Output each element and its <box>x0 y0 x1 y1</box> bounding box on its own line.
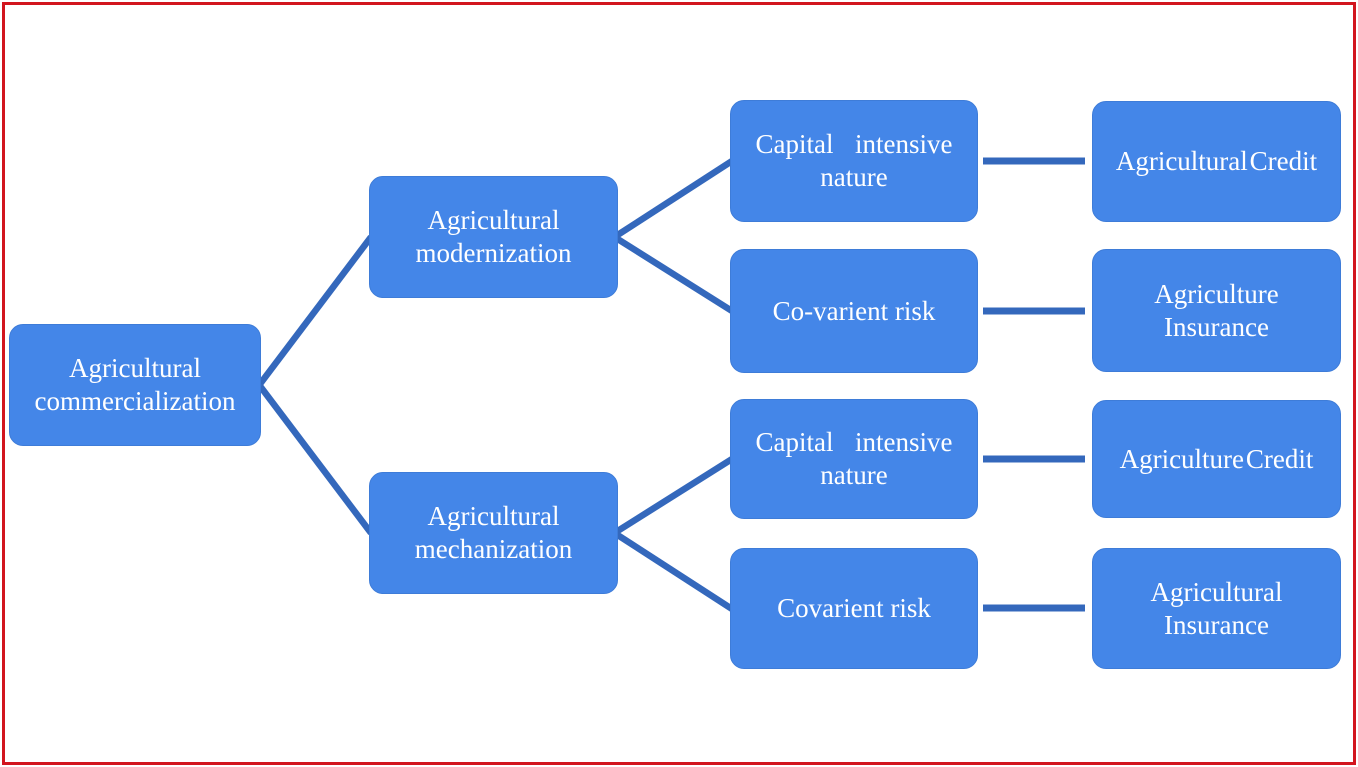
node-label: Agricultural mechanization <box>414 501 573 564</box>
node-label: Agricultural Insurance <box>1150 576 1283 640</box>
connector-mechanization-capital2 <box>614 456 734 535</box>
node-agriculture-insurance: Agriculture Insurance <box>1092 249 1341 372</box>
node-agricultural-modernization: Agricultural modernization <box>369 176 618 298</box>
connector-root-modernization <box>257 235 374 386</box>
node-label: Capital intensive nature <box>755 427 953 490</box>
node-agricultural-commercialization: Agricultural commercialization <box>9 324 261 446</box>
node-label: Covarient risk <box>777 593 931 624</box>
node-label: Agricultural modernization <box>415 205 572 268</box>
node-covarient-risk: Covarient risk <box>730 548 978 669</box>
node-label: Co-varient risk <box>772 295 936 326</box>
node-agricultural-credit: Agricultural Credit <box>1092 101 1341 222</box>
node-agriculture-credit: Agriculture Credit <box>1092 400 1341 518</box>
node-label: Agriculture Insurance <box>1154 278 1279 342</box>
node-capital-intensive-nature-1: Capital intensive nature <box>730 100 978 222</box>
node-label: Agricultural Credit <box>1115 146 1318 177</box>
node-label: Agricultural commercialization <box>34 353 236 416</box>
node-label: Agriculture Credit <box>1119 443 1314 474</box>
node-capital-intensive-nature-2: Capital intensive nature <box>730 399 978 519</box>
node-label: Capital intensive nature <box>755 129 953 192</box>
node-agricultural-insurance: Agricultural Insurance <box>1092 548 1341 669</box>
connector-modernization-covarient1 <box>614 235 734 314</box>
node-co-varient-risk: Co-varient risk <box>730 249 978 373</box>
connector-modernization-capital1 <box>614 158 734 239</box>
connector-root-mechanization <box>257 384 374 535</box>
connector-mechanization-covarient2 <box>614 531 734 612</box>
node-agricultural-mechanization: Agricultural mechanization <box>369 472 618 594</box>
